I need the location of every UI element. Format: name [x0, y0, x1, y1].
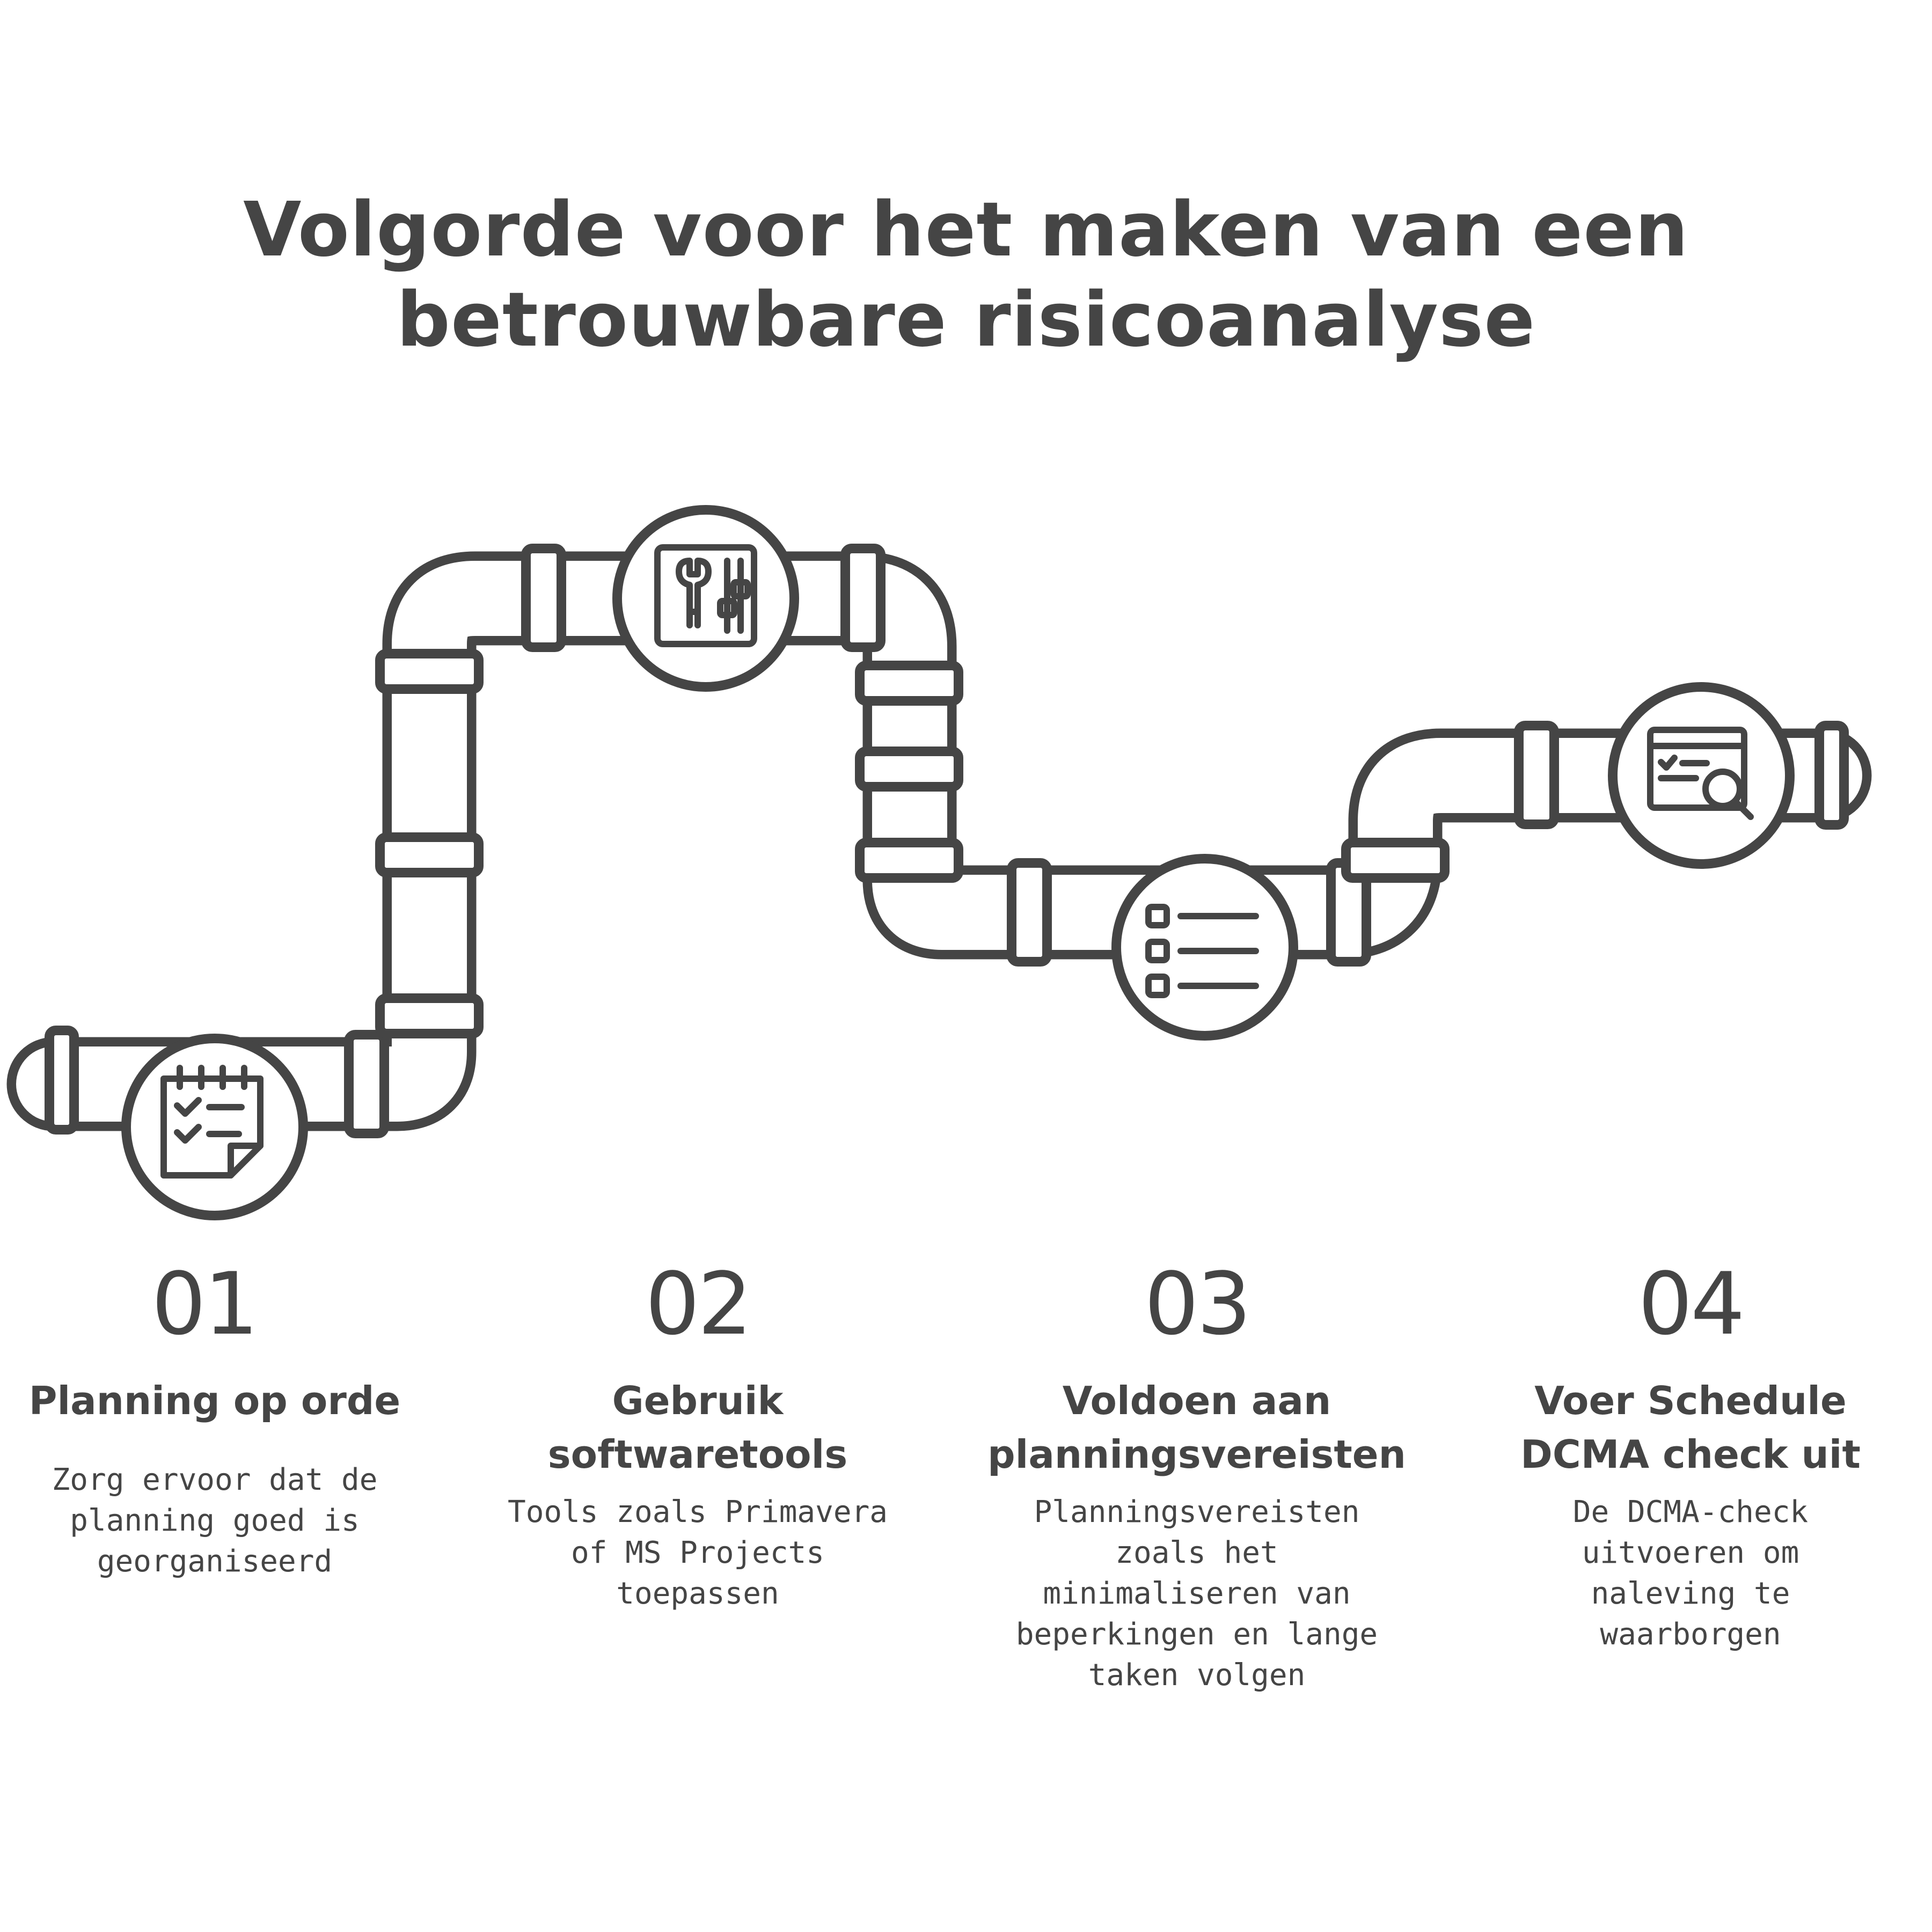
step-node-1: [121, 1034, 308, 1220]
step-3: 03 Voldoen aan planningsvereisten Planni…: [982, 1256, 1411, 1696]
list-icon: [1145, 904, 1259, 998]
step-number: 01: [151, 1254, 259, 1354]
pipe-end-cap-left: [45, 1026, 79, 1135]
page-title: Volgorde voor het maken van een betrouwb…: [243, 186, 1689, 364]
step-number: 02: [645, 1254, 752, 1354]
pipe-end-cap-right: [1814, 721, 1849, 830]
step-title: Voldoen aan planningsvereisten: [987, 1378, 1406, 1477]
step-title: Planning op orde: [28, 1378, 401, 1423]
checklist-document-icon: [160, 1065, 264, 1179]
step-number: 04: [1638, 1254, 1745, 1354]
step-node-2: [612, 505, 799, 692]
step-description: Planningsvereisten zoals het minimaliser…: [1015, 1495, 1378, 1693]
step-title: Voer Schedule DCMA check uit: [1520, 1378, 1861, 1477]
step-2: 02 Gebruik softwaretools Tools zoals Pri…: [483, 1256, 912, 1614]
step-node-3: [1111, 854, 1298, 1041]
step-description: De DCMA-check uitvoeren om naleving te w…: [1572, 1495, 1809, 1652]
pipe-couplings: [344, 544, 1559, 1138]
step-node-4: [1608, 682, 1795, 869]
step-1: 01 Planning op orde Zorg ervoor dat de p…: [0, 1256, 429, 1582]
step-title: Gebruik softwaretools: [547, 1378, 848, 1477]
step-number: 03: [1144, 1254, 1252, 1354]
web-search-icon: [1647, 727, 1754, 820]
step-description: Tools zoals Primavera of MS Projects toe…: [507, 1495, 888, 1611]
step-4: 04 Voer Schedule DCMA check uit De DCMA-…: [1476, 1256, 1905, 1655]
tools-icon: [654, 544, 757, 647]
step-description: Zorg ervoor dat de planning goed is geor…: [52, 1462, 378, 1579]
